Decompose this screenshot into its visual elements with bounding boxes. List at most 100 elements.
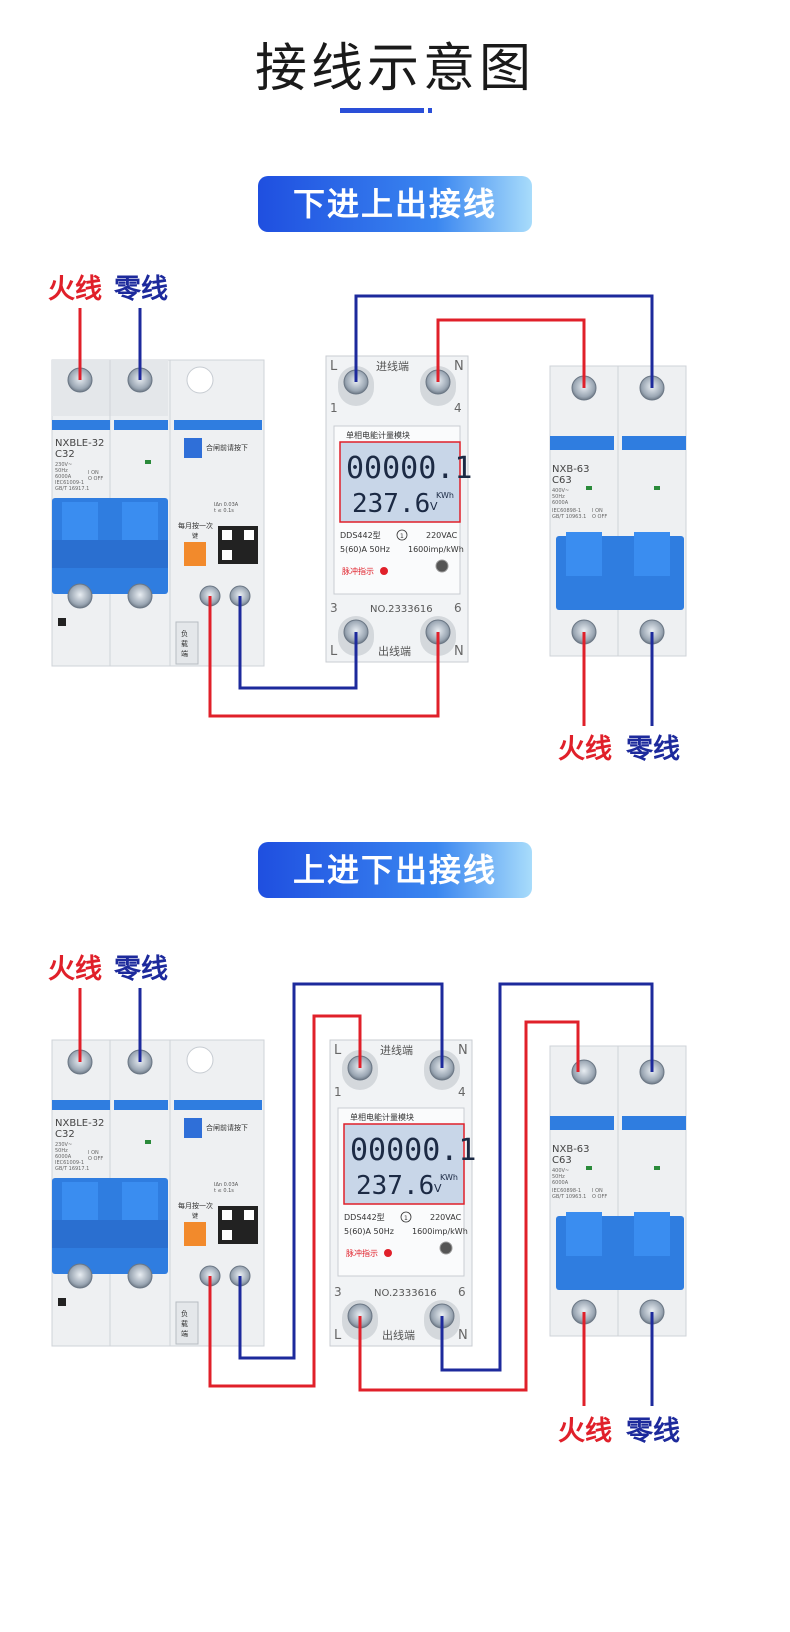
mcb-rating: C63	[552, 475, 572, 486]
title-underline	[340, 108, 432, 113]
rcbo-spec: IEC61009-1	[55, 480, 84, 486]
svg-text:IEC60898-1: IEC60898-1	[552, 1188, 581, 1194]
live-label-out: 火线	[558, 1416, 612, 1447]
svg-text:DDS442型: DDS442型	[344, 1213, 385, 1222]
svg-text:O OFF: O OFF	[88, 1156, 103, 1162]
svg-text:GB/T 10963.1: GB/T 10963.1	[552, 1194, 586, 1200]
svg-text:N: N	[458, 1043, 468, 1058]
svg-text:负: 负	[181, 1309, 188, 1318]
lcd-display	[339, 441, 461, 523]
svg-text:C32: C32	[55, 1129, 75, 1140]
svg-text:4: 4	[454, 401, 462, 415]
svg-text:5(60)A 50Hz: 5(60)A 50Hz	[340, 545, 390, 554]
svg-text:GB/T 16917.1: GB/T 16917.1	[55, 1166, 89, 1172]
svg-text:3: 3	[334, 1285, 342, 1299]
test-button	[184, 438, 202, 458]
svg-text:NO.2333616: NO.2333616	[374, 1288, 437, 1299]
wires	[78, 982, 654, 1406]
mcb-breaker: NXB-63 C63 400V~ 50Hz 6000A IEC60898-1 G…	[549, 1045, 687, 1337]
svg-text:6: 6	[454, 601, 462, 615]
svg-text:50Hz: 50Hz	[55, 1148, 68, 1154]
kwh-reading: 00000.1	[346, 451, 472, 486]
rcbo-spec: 50Hz	[55, 468, 68, 474]
svg-text:端: 端	[181, 1329, 188, 1338]
rcbo-spec: 230V~	[55, 462, 72, 468]
svg-text:I ON: I ON	[592, 1188, 603, 1194]
svg-text:V: V	[434, 1182, 442, 1195]
svg-text:1: 1	[330, 401, 338, 415]
meter-serial: NO.2333616	[370, 604, 433, 615]
leak-time: t ≤ 0.1s	[214, 508, 234, 514]
svg-text:O OFF: O OFF	[592, 514, 607, 520]
svg-text:50Hz: 50Hz	[552, 494, 565, 500]
svg-text:脉冲指示: 脉冲指示	[346, 1248, 378, 1258]
svg-text:1: 1	[404, 1215, 408, 1222]
mcb-breaker: NXB-63 C63 400V~ 50Hz 6000A IEC60898-1 G…	[549, 365, 687, 657]
meter-in-label: 进线端	[376, 359, 409, 373]
svg-text:N: N	[458, 1328, 468, 1343]
on-label: I ON	[88, 470, 99, 476]
svg-text:230V~: 230V~	[55, 1142, 72, 1148]
wires	[78, 294, 654, 726]
mcb-model: NXB-63	[552, 464, 590, 475]
svg-text:6000A: 6000A	[552, 1180, 569, 1186]
svg-text:1600imp/kWh: 1600imp/kWh	[408, 545, 464, 554]
pulse-led-icon	[380, 567, 388, 575]
close-hint: 合闸前请按下	[206, 443, 248, 452]
rcbo-spec: 6000A	[55, 474, 72, 480]
monthly-test-hint-2: 键	[192, 532, 198, 540]
svg-text:L: L	[330, 359, 338, 374]
live-label: 火线	[48, 274, 102, 305]
svg-text:单相电能计量模块: 单相电能计量模块	[350, 1112, 414, 1122]
rcbo-breaker: NXBLE-32 C32 230V~ 50Hz 6000A IEC61009-1…	[51, 1039, 265, 1347]
svg-text:GB/T 10963.1: GB/T 10963.1	[552, 514, 586, 520]
load-side-label: 负	[181, 629, 188, 638]
svg-text:00000.1: 00000.1	[350, 1133, 476, 1168]
monthly-test-hint: 每月按一次	[178, 521, 213, 530]
svg-text:400V~: 400V~	[552, 1168, 569, 1174]
screw-icon	[67, 583, 93, 609]
meter-model: DDS442型	[340, 531, 381, 540]
energy-meter: L N 1 4 进线端 单相电能计量模块 00000.1 237.6 V KWh…	[325, 355, 472, 663]
svg-text:1: 1	[334, 1085, 342, 1099]
svg-text:KWh: KWh	[440, 1173, 458, 1182]
page-title: 接线示意图	[254, 39, 535, 99]
screw-icon	[571, 1059, 597, 1085]
section-title-bottom-in: 下进上出接线	[258, 176, 532, 232]
svg-text:3: 3	[330, 601, 338, 615]
svg-text:IEC60898-1: IEC60898-1	[552, 508, 581, 514]
svg-text:50Hz: 50Hz	[552, 1174, 565, 1180]
svg-text:出线端: 出线端	[382, 1328, 415, 1342]
svg-text:IΔn 0.03A: IΔn 0.03A	[214, 1182, 239, 1188]
svg-text:C63: C63	[552, 1155, 572, 1166]
svg-text:O OFF: O OFF	[592, 1194, 607, 1200]
svg-text:400V~: 400V~	[552, 488, 569, 494]
svg-text:220VAC: 220VAC	[430, 1213, 462, 1222]
neutral-label: 零线	[113, 954, 168, 985]
neutral-label-out: 零线	[625, 1416, 680, 1447]
svg-text:端: 端	[181, 649, 188, 658]
rcbo-spec: GB/T 16917.1	[55, 486, 89, 492]
svg-text:1600imp/kWh: 1600imp/kWh	[412, 1227, 468, 1236]
svg-text:载: 载	[181, 1319, 188, 1328]
section-title-top-in: 上进下出接线	[258, 842, 532, 898]
svg-text:6: 6	[458, 1285, 466, 1299]
neutral-label-out: 零线	[625, 734, 680, 765]
wiring-diagram-top-in: 火线 零线 NXBLE-32 C32 230V~ 50Hz 6000A IEC6…	[48, 954, 687, 1447]
svg-text:V: V	[430, 500, 438, 513]
rcbo-breaker: NXBLE-32 C32 230V~ 50Hz 6000A IEC61009-1…	[51, 359, 265, 667]
svg-text:237.6: 237.6	[356, 1171, 434, 1201]
svg-text:L: L	[334, 1328, 342, 1343]
screw-icon	[67, 1263, 93, 1289]
svg-text:6000A: 6000A	[552, 500, 569, 506]
leak-current: IΔn 0.03A	[214, 502, 239, 508]
off-label: O OFF	[88, 476, 103, 482]
svg-text:1: 1	[400, 533, 404, 540]
svg-text:220VAC: 220VAC	[426, 531, 458, 540]
screw-icon	[127, 1263, 153, 1289]
svg-text:KWh: KWh	[436, 491, 454, 500]
svg-text:t ≤ 0.1s: t ≤ 0.1s	[214, 1188, 234, 1194]
meter-name: 单相电能计量模块	[346, 430, 410, 440]
neutral-label: 零线	[113, 274, 168, 305]
svg-text:I ON: I ON	[592, 508, 603, 514]
